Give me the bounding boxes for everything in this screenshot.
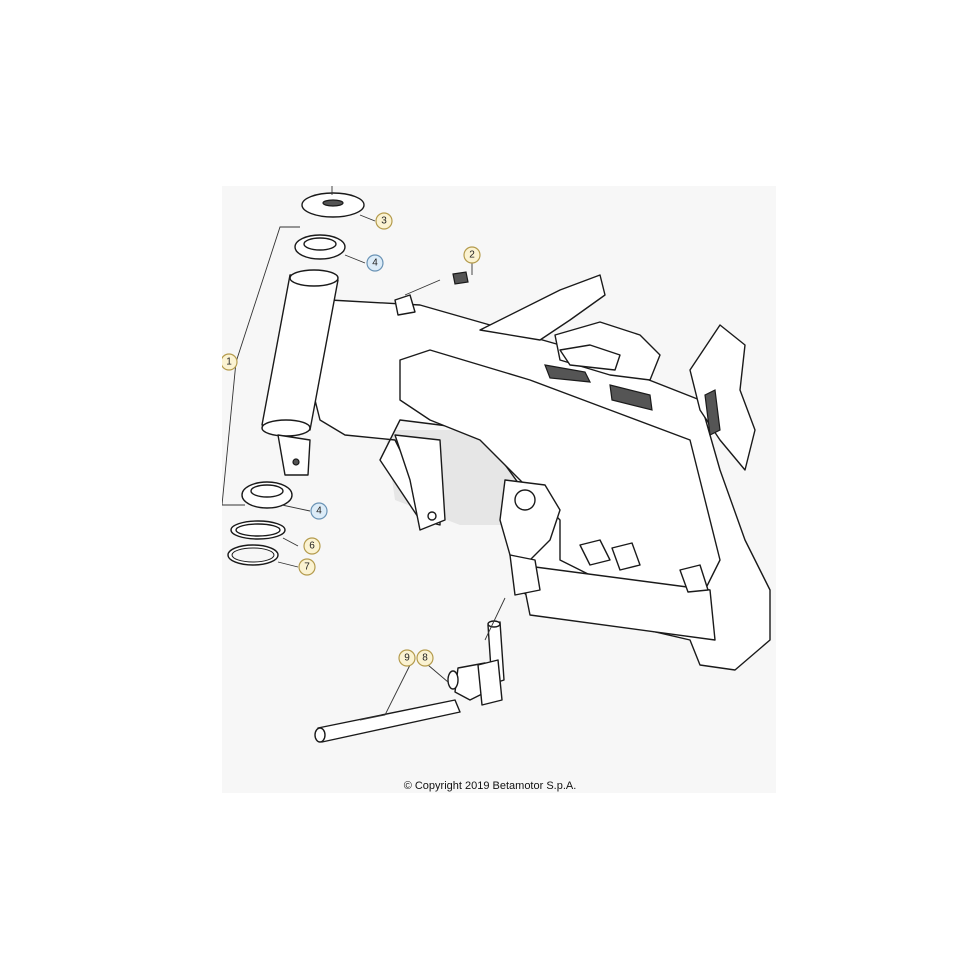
tube-fitting bbox=[314, 620, 505, 743]
callout-3-label: 3 bbox=[381, 216, 387, 227]
callout-group: 1 2 3 4 4 6 7 bbox=[222, 212, 481, 667]
callout-2: 2 bbox=[463, 246, 481, 264]
callout-2-label: 2 bbox=[469, 250, 475, 261]
callout-3: 3 bbox=[375, 212, 393, 230]
callout-9: 9 bbox=[398, 649, 416, 667]
steering-head-tube bbox=[261, 269, 339, 476]
callout-1-label: 1 bbox=[226, 357, 232, 368]
bearing-parts bbox=[227, 192, 365, 566]
callout-8: 8 bbox=[416, 649, 434, 667]
callout-7-label: 7 bbox=[304, 562, 310, 573]
callout-1: 1 bbox=[222, 353, 238, 371]
clip-part bbox=[452, 271, 469, 285]
callout-4b-label: 4 bbox=[316, 506, 322, 517]
diagram-panel: 1 2 3 4 4 6 7 bbox=[222, 186, 776, 793]
frame-drawing bbox=[309, 274, 771, 671]
callout-4b: 4 bbox=[310, 502, 328, 520]
callout-6-label: 6 bbox=[309, 541, 315, 552]
callout-9-label: 9 bbox=[404, 653, 410, 664]
callout-4a: 4 bbox=[366, 254, 384, 272]
frame-exploded-diagram: 1 2 3 4 4 6 7 bbox=[222, 186, 771, 743]
callout-4a-label: 4 bbox=[372, 258, 378, 269]
copyright-text: © Copyright 2019 Betamotor S.p.A. bbox=[403, 780, 577, 792]
callout-8-label: 8 bbox=[422, 653, 428, 664]
callout-7: 7 bbox=[298, 558, 316, 576]
callout-6: 6 bbox=[303, 537, 321, 555]
